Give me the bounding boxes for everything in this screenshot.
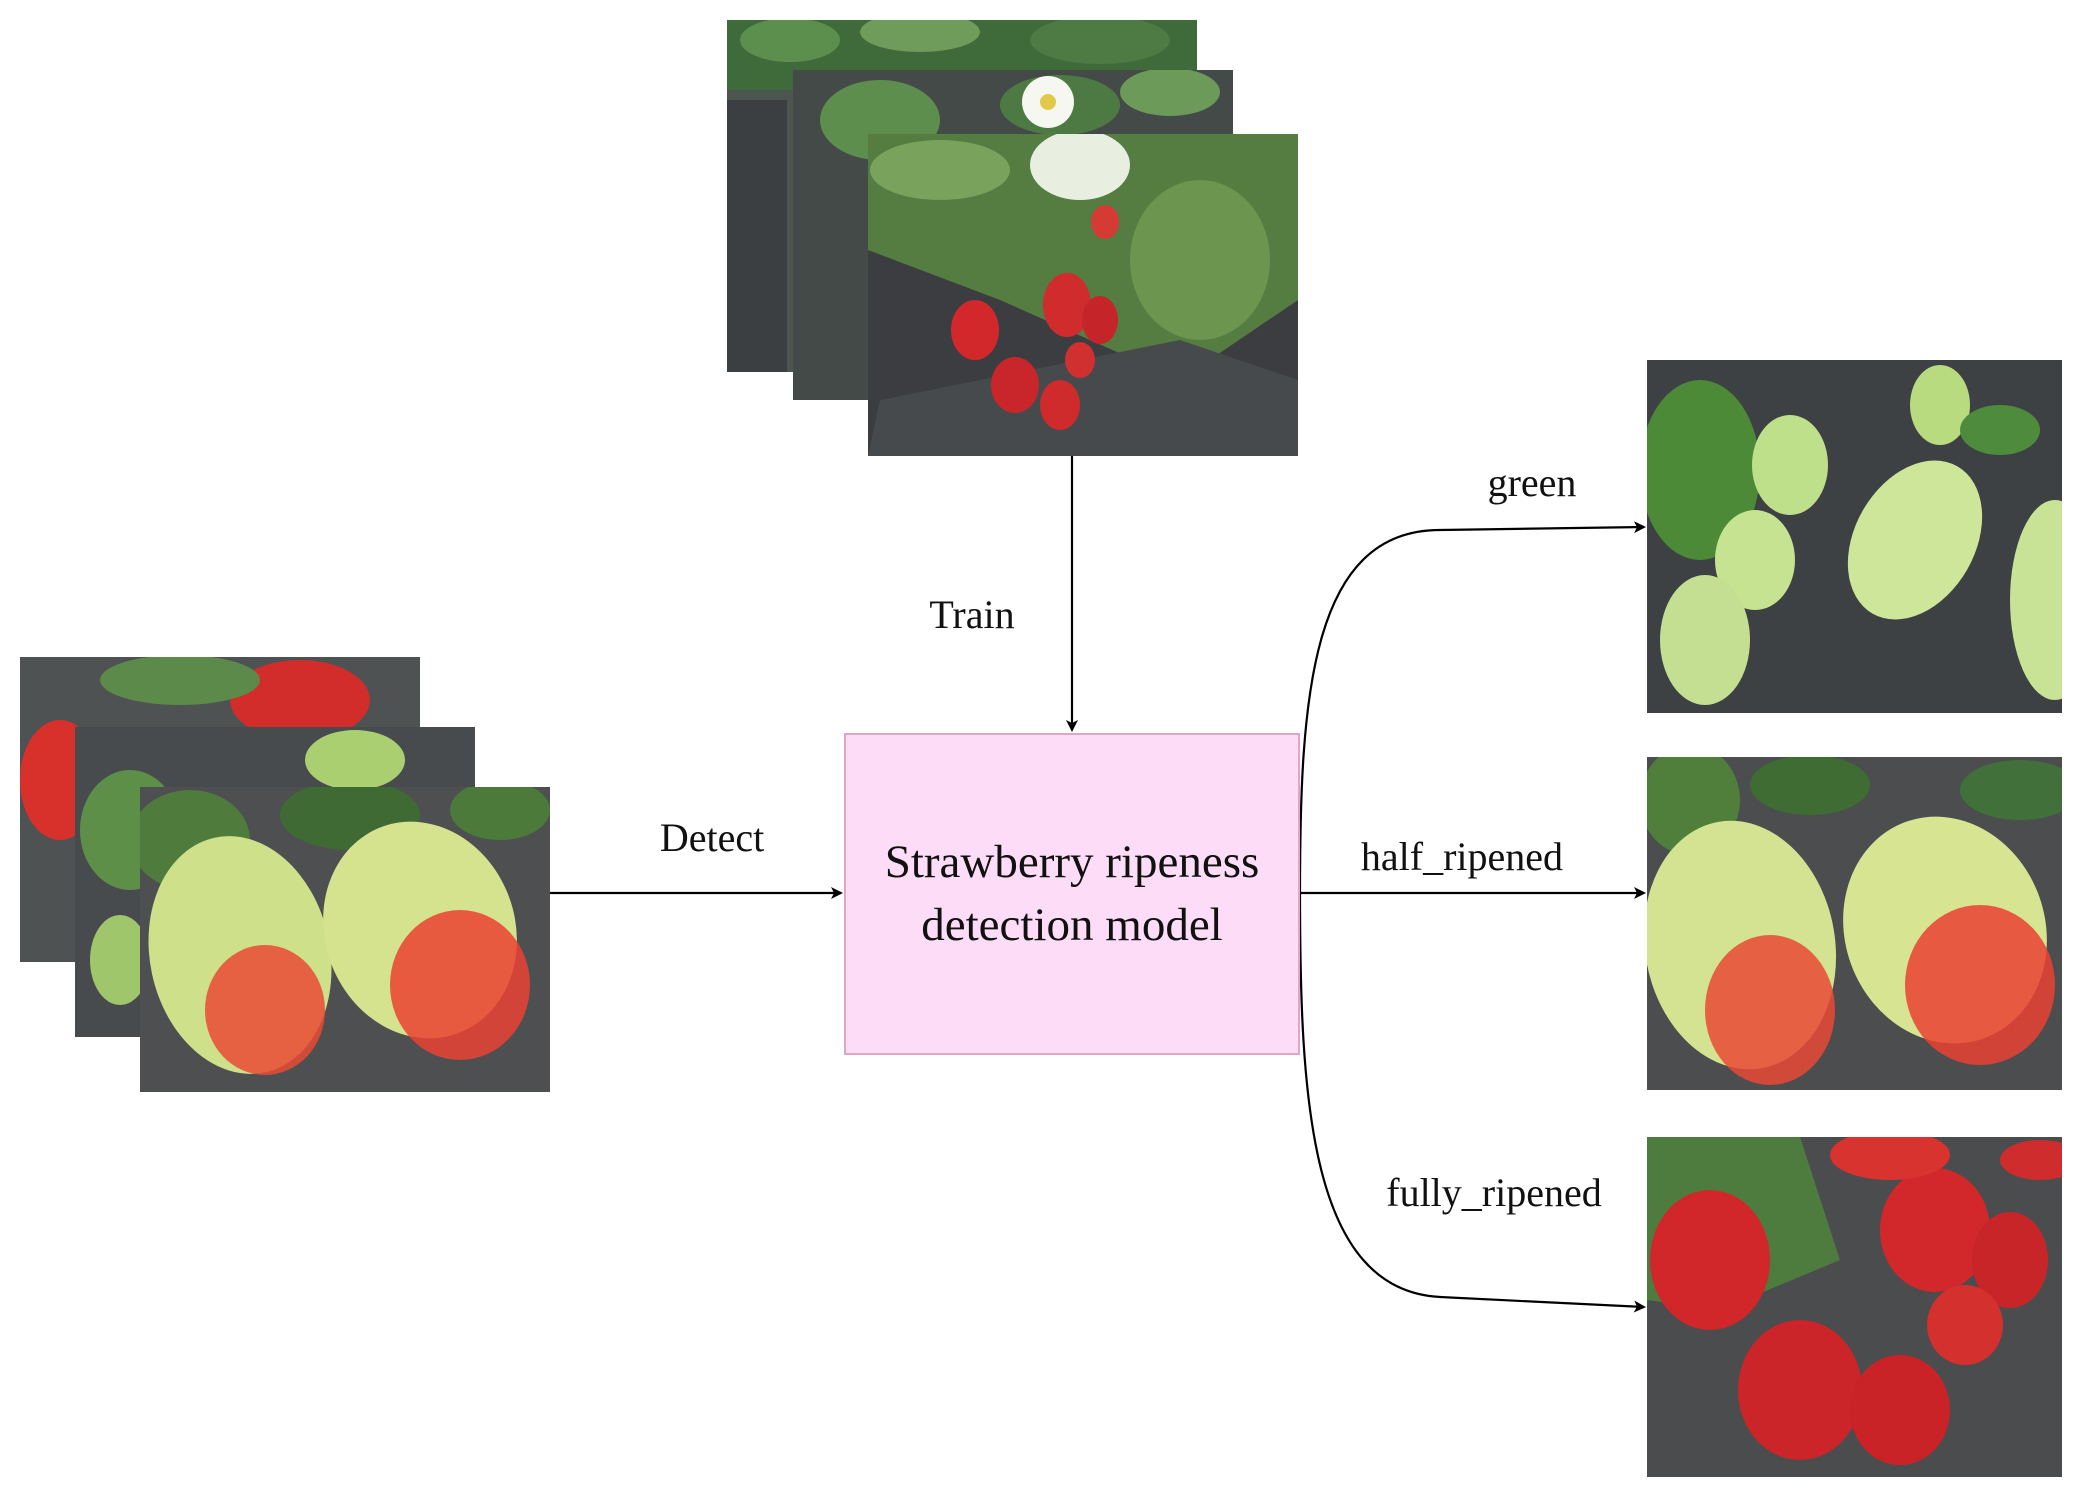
fully-ripened-label: fully_ripened bbox=[1386, 1170, 1602, 1215]
model-title: Strawberry ripeness detection model bbox=[884, 836, 1260, 951]
green-label: green bbox=[1488, 460, 1577, 505]
half-ripe-strawberry-photo-stack-icon bbox=[20, 657, 550, 1092]
green-strawberry-photo-icon bbox=[1647, 360, 2062, 713]
ripeness-detection-model-box: Strawberry ripeness detection model bbox=[844, 733, 1300, 1055]
strawberry-plant-photo-stack-icon bbox=[727, 20, 1298, 456]
green-arrow bbox=[1298, 521, 1646, 894]
detect-photo-front bbox=[140, 787, 550, 1092]
fully-ripened-arrow bbox=[1298, 892, 1646, 1313]
half-ripened-label: half_ripened bbox=[1361, 834, 1563, 879]
fully-ripened-strawberry-photo-icon bbox=[1647, 1137, 2062, 1477]
half-ripened-strawberry-photo-icon bbox=[1647, 757, 2062, 1090]
train-label: Train bbox=[929, 592, 1014, 637]
training-photo-front bbox=[868, 134, 1298, 456]
detect-label: Detect bbox=[660, 815, 764, 860]
